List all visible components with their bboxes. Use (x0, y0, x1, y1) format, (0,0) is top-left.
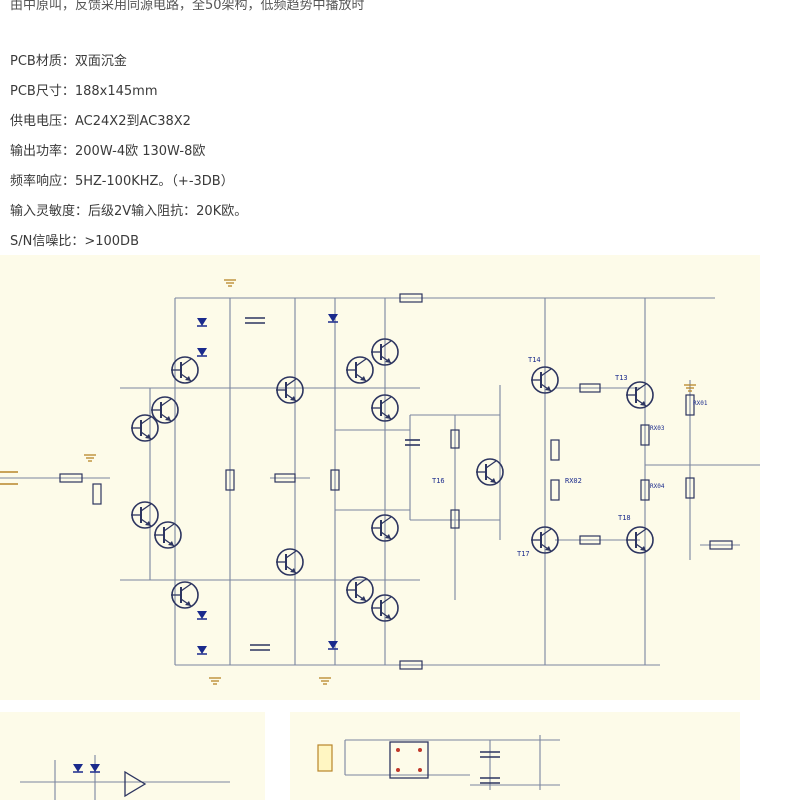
label-t14: T14 (528, 356, 541, 364)
spec-pcb-material: PCB材质：双面沉金 (10, 54, 127, 69)
capacitors (245, 317, 420, 651)
label-t17: T17 (517, 550, 530, 558)
wires (0, 297, 760, 666)
label-rx01: RX01 (693, 400, 708, 407)
bridge-rectifier (389, 741, 429, 779)
spec-input-sensitivity: 输入灵敏度：后级2V输入阻抗：20K欧。 (10, 204, 248, 219)
power-connector (317, 744, 333, 772)
label-t13: T13 (615, 374, 628, 382)
label-t16: T16 (432, 477, 445, 485)
spec-frequency-response: 频率响应：5HZ-100KHZ。（+-3DB） (10, 174, 234, 189)
spec-pcb-size: PCB尺寸：188x145mm (10, 84, 158, 99)
protection-schematic-panel (0, 712, 265, 800)
diode-protection-1 (72, 763, 84, 773)
supply-capacitors (480, 751, 500, 784)
spec-snr: S/N信噪比：>100DB (10, 234, 139, 249)
resistors (59, 293, 733, 670)
spec-top-line: 由中原叫，反馈采用同源电路，全50架构，低频趋势中播放时 (10, 0, 365, 13)
label-rx04: RX04 (650, 483, 665, 490)
label-t18: T18 (618, 514, 631, 522)
label-rx03: RX03 (650, 425, 665, 432)
input-connector (0, 471, 18, 485)
spec-output-power: 输出功率：200W-4欧 130W-8欧 (10, 144, 206, 159)
amplifier-schematic-panel (0, 255, 760, 700)
spec-supply-voltage: 供电电压：AC24X2到AC38X2 (10, 114, 191, 129)
opamp-symbol (124, 770, 147, 798)
diode-protection-2 (89, 763, 101, 773)
label-rx02: RX02 (565, 477, 582, 485)
